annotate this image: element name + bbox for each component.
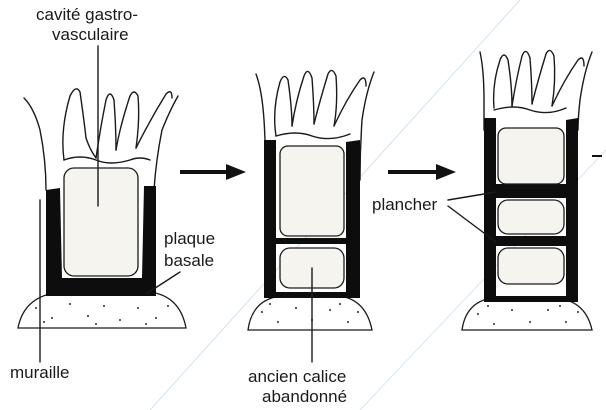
label-cavite-line2: vasculaire — [52, 25, 129, 44]
stage-1-polyp — [18, 89, 186, 328]
label-muraille: muraille — [10, 363, 70, 382]
floor-3a — [496, 184, 566, 198]
body-outline-right-1 — [154, 96, 178, 190]
old-calice-3a — [498, 200, 564, 234]
substrate-2 — [248, 296, 372, 330]
label-ancien-line2: abandonné — [262, 387, 347, 406]
mouth-rim-2 — [276, 133, 350, 139]
stage-2-polyp — [248, 70, 374, 330]
label-cavite-line1: cavité gastro- — [36, 5, 138, 24]
body-outline-left-1 — [24, 98, 46, 190]
tentacle-1b — [96, 94, 116, 158]
stage-3-polyp — [462, 50, 592, 330]
tentacle-2d — [334, 78, 366, 126]
substrate-1 — [18, 292, 186, 328]
floor-3b — [496, 236, 566, 246]
arrow-2 — [388, 164, 456, 180]
gastro-cavity-3 — [498, 128, 564, 184]
floor-2 — [276, 238, 346, 244]
substrate-3 — [462, 298, 592, 330]
tentacle-2a — [275, 76, 292, 136]
mouth-rim-1 — [64, 157, 150, 163]
tentacle-1c — [116, 92, 139, 150]
arrow-1 — [180, 164, 246, 180]
tentacle-2b — [292, 71, 314, 126]
body-outline-left-3 — [480, 52, 484, 130]
tentacle-3d — [552, 58, 584, 106]
tentacle-3c — [532, 50, 555, 106]
gastro-cavity-1 — [64, 168, 138, 276]
label-plaque-line2: basale — [164, 251, 214, 270]
mouth-rim-3 — [494, 107, 566, 113]
tentacle-3b — [512, 51, 532, 106]
tentacle-1a — [63, 89, 96, 160]
label-plaque-line1: plaque — [164, 229, 215, 248]
tentacle-2c — [314, 70, 337, 126]
gastro-cavity-2 — [280, 146, 344, 236]
old-calice-3b — [498, 248, 564, 284]
tentacle-3a — [494, 55, 512, 108]
body-outline-right-3 — [578, 52, 592, 130]
label-plancher: plancher — [372, 195, 438, 214]
label-ancien-line1: ancien calice — [248, 367, 346, 386]
